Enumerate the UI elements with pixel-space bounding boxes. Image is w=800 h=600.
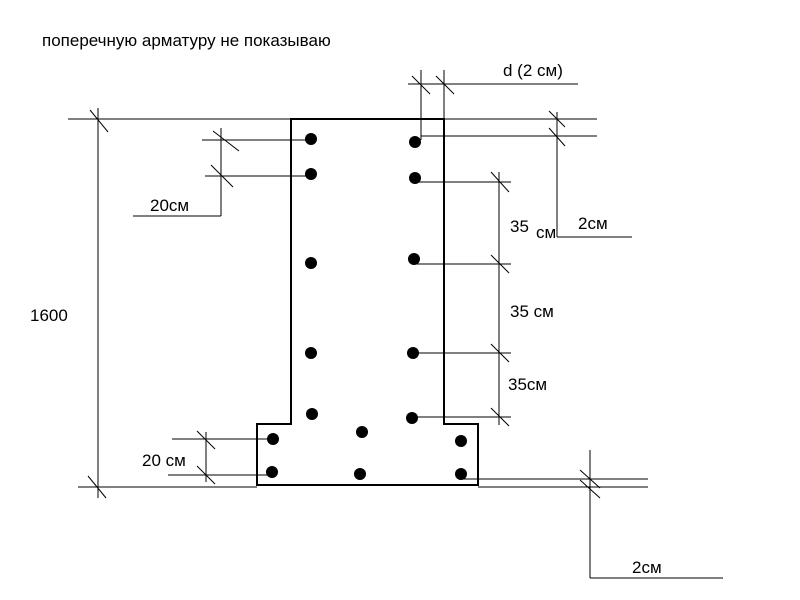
dim-label-spacing-top-left: 20см [150, 196, 189, 215]
rebar-dot [354, 468, 366, 480]
rebar-dot [455, 468, 467, 480]
dimension-spacing-right: 35 см 35 см 35см [412, 171, 556, 427]
dim-label-cover-right: 2см [578, 214, 608, 233]
dimension-spacing-bottom-left: 20 см [142, 430, 273, 485]
dimension-cover-bottom: 2см [461, 450, 723, 579]
rebar-dot [409, 172, 421, 184]
rebar-dot [305, 257, 317, 269]
dim-label-spacing-bottom-left: 20 см [142, 451, 186, 470]
rebar-dot [305, 347, 317, 359]
dimension-total-height: 1600 [30, 108, 291, 499]
rebar-dot [408, 253, 420, 265]
rebar-group [266, 133, 467, 480]
dim-label-cover-top: d (2 см) [503, 61, 563, 80]
dimension-cover-top: d (2 см) [408, 61, 578, 140]
dim-label-total-height: 1600 [30, 306, 68, 325]
rebar-dot [409, 136, 421, 148]
section-outline [256, 118, 479, 486]
rebar-dot [455, 435, 467, 447]
rebar-dot [266, 466, 278, 478]
dim-label-cover-bottom: 2см [632, 558, 662, 577]
rebar-dot [306, 408, 318, 420]
note-text: поперечную арматуру не показываю [42, 31, 331, 50]
dim-label-spacing-right-3: 35см [508, 375, 547, 394]
rebar-dot [305, 168, 317, 180]
dim-label-spacing-right-2: 35 см [510, 302, 554, 321]
dim-label-spacing-right-1-unit: см [536, 223, 556, 242]
rebar-dot [305, 133, 317, 145]
dimension-cover-right: 2см [421, 110, 632, 238]
dimension-spacing-top-left: 20см [133, 128, 311, 217]
dim-label-spacing-right-1: 35 [510, 217, 529, 236]
rebar-dot [406, 412, 418, 424]
rebar-dot [356, 426, 368, 438]
